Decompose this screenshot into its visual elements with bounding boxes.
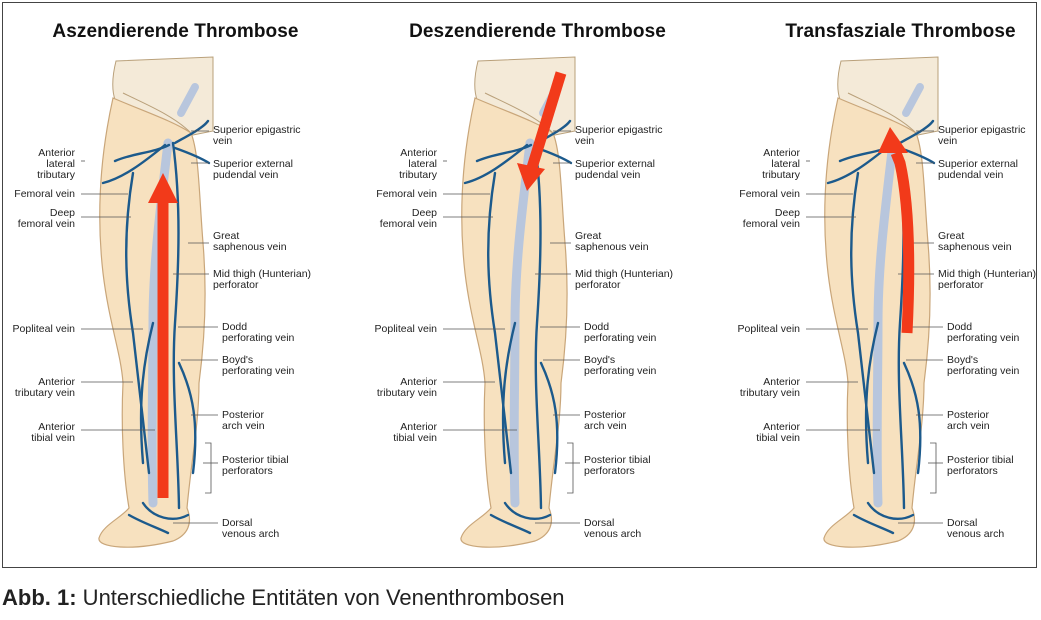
- label-boyds-perforating-vein: Boyd's perforating vein: [584, 354, 657, 377]
- superficial-vein: [533, 141, 543, 510]
- label-great-saphenous-vein: Great saphenous vein: [938, 230, 1012, 253]
- label-superior-epigastric: Superior epigastric vein: [575, 124, 663, 147]
- iliac-vein: [177, 83, 199, 117]
- thrombosis-arrow-head: [517, 163, 545, 191]
- label-femoral-vein: Femoral vein: [739, 188, 800, 200]
- panel-transfascial-thrombosis: Transfasziale Thrombose Superior epigast…: [728, 3, 1041, 567]
- panel-descending-thrombosis: Deszendierende Thrombose Superior epigas…: [365, 3, 710, 567]
- leg-illustration: [443, 56, 580, 548]
- label-dodd-perforating-vein: Dodd perforating vein: [222, 321, 295, 344]
- caption-text: Unterschiedliche Entitäten von Venenthro…: [76, 585, 565, 610]
- label-superior-external-pudendal: Superior external pudendal vein: [938, 158, 1018, 181]
- panel-ascending-thrombosis: Aszendierende Thrombose Superior epigast…: [3, 3, 348, 567]
- iliac-vein: [902, 83, 924, 117]
- thrombosis-arrow-head: [878, 127, 908, 153]
- label-deep-femoral-vein: Deep femoral vein: [17, 207, 75, 230]
- label-dorsal-venous-arch: Dorsal venous arch: [222, 517, 280, 540]
- label-femoral-vein: Femoral vein: [14, 188, 75, 200]
- label-dorsal-venous-arch: Dorsal venous arch: [947, 517, 1005, 540]
- figure-caption: Abb. 1: Unterschiedliche Entitäten von V…: [2, 585, 565, 611]
- superficial-vein: [864, 321, 880, 465]
- label-posterior-tibial-perforators: Posterior tibial perforators: [222, 454, 289, 477]
- label-posterior-tibial-perforators: Posterior tibial perforators: [584, 454, 651, 477]
- figure-frame: Aszendierende Thrombose Superior epigast…: [2, 2, 1037, 568]
- label-dorsal-venous-arch: Dorsal venous arch: [584, 517, 642, 540]
- superficial-vein: [487, 171, 513, 475]
- label-great-saphenous-vein: Great saphenous vein: [213, 230, 287, 253]
- label-posterior-arch-vein: Posterior arch vein: [947, 409, 990, 432]
- panel-title: Transfasziale Thrombose: [785, 21, 1016, 42]
- label-anterior-lateral-tributary: Anterior lateral tributary: [37, 147, 75, 181]
- label-boyds-perforating-vein: Boyd's perforating vein: [947, 354, 1020, 377]
- label-deep-femoral-vein: Deep femoral vein: [742, 207, 800, 230]
- superficial-vein: [171, 141, 181, 510]
- inguinal-ligament: [122, 92, 192, 134]
- thrombosis-arrow-shaft: [890, 150, 915, 334]
- label-popliteal-vein: Popliteal vein: [374, 323, 437, 335]
- label-great-saphenous-vein: Great saphenous vein: [575, 230, 649, 253]
- perforators-bracket: [567, 442, 574, 494]
- label-boyds-perforating-vein: Boyd's perforating vein: [222, 354, 295, 377]
- label-popliteal-vein: Popliteal vein: [12, 323, 75, 335]
- label-superior-epigastric: Superior epigastric vein: [938, 124, 1026, 147]
- label-deep-femoral-vein: Deep femoral vein: [379, 207, 437, 230]
- label-superior-external-pudendal: Superior external pudendal vein: [575, 158, 655, 181]
- label-anterior-lateral-tributary: Anterior lateral tributary: [399, 147, 437, 181]
- superficial-vein: [489, 513, 532, 535]
- superficial-vein: [866, 501, 915, 520]
- label-anterior-tibial-vein: Anterior tibial vein: [393, 421, 437, 444]
- superficial-vein: [177, 361, 197, 475]
- label-mid-thigh-perforator: Mid thigh (Hunterian) perforator: [213, 268, 312, 291]
- label-popliteal-vein: Popliteal vein: [737, 323, 800, 335]
- label-superior-epigastric: Superior epigastric vein: [213, 124, 301, 147]
- label-mid-thigh-perforator: Mid thigh (Hunterian) perforator: [938, 268, 1037, 291]
- caption-prefix: Abb. 1:: [2, 585, 77, 610]
- superficial-vein: [139, 321, 155, 465]
- label-posterior-tibial-perforators: Posterior tibial perforators: [947, 454, 1014, 477]
- label-posterior-arch-vein: Posterior arch vein: [222, 409, 265, 432]
- superficial-vein: [898, 119, 935, 145]
- label-anterior-tributary-vein: Anterior tributary vein: [739, 376, 800, 399]
- perforators-bracket: [205, 442, 212, 494]
- leg-illustration: [806, 56, 943, 548]
- superficial-vein: [475, 143, 533, 163]
- label-anterior-tributary-vein: Anterior tributary vein: [376, 376, 437, 399]
- superficial-vein: [113, 143, 171, 163]
- perforators-bracket: [930, 442, 937, 494]
- leg-illustration: [81, 56, 218, 548]
- superficial-vein: [173, 146, 211, 165]
- superficial-vein: [141, 501, 190, 520]
- superficial-vein: [850, 171, 876, 475]
- superficial-vein: [852, 513, 895, 535]
- superficial-vein: [173, 119, 210, 145]
- inguinal-ligament: [847, 92, 917, 134]
- thrombosis-arrow-shaft: [525, 71, 567, 173]
- label-anterior-tibial-vein: Anterior tibial vein: [756, 421, 800, 444]
- superficial-vein: [127, 513, 170, 535]
- label-anterior-tibial-vein: Anterior tibial vein: [31, 421, 75, 444]
- label-femoral-vein: Femoral vein: [376, 188, 437, 200]
- thrombosis-arrow-head: [148, 173, 178, 203]
- superficial-vein: [539, 361, 559, 475]
- superficial-vein: [503, 501, 552, 520]
- superficial-vein: [902, 361, 922, 475]
- panel-title: Deszendierende Thrombose: [409, 21, 666, 42]
- label-anterior-tributary-vein: Anterior tributary vein: [14, 376, 75, 399]
- label-dodd-perforating-vein: Dodd perforating vein: [947, 321, 1020, 344]
- label-dodd-perforating-vein: Dodd perforating vein: [584, 321, 657, 344]
- superficial-vein: [501, 321, 517, 465]
- label-superior-external-pudendal: Superior external pudendal vein: [213, 158, 293, 181]
- label-mid-thigh-perforator: Mid thigh (Hunterian) perforator: [575, 268, 674, 291]
- label-anterior-lateral-tributary: Anterior lateral tributary: [762, 147, 800, 181]
- superficial-vein: [125, 171, 151, 475]
- label-posterior-arch-vein: Posterior arch vein: [584, 409, 627, 432]
- panel-title: Aszendierende Thrombose: [52, 21, 299, 42]
